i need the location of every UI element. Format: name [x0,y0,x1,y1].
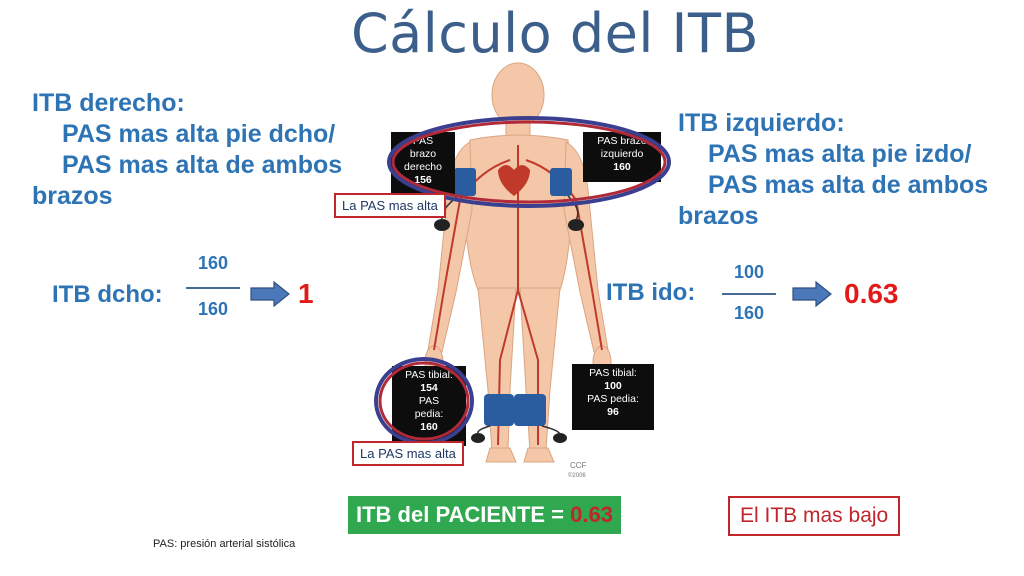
arrow-right-icon [792,281,832,307]
human-body-figure: CCF ©2006 [424,62,612,479]
itb-right-label: ITB dcho: [52,281,163,308]
patient-itb-label: ITB del PACIENTE = [356,502,571,527]
patient-itb-banner: ITB del PACIENTE = 0.63 [348,496,621,534]
itb-left-formula: ITB izquierdo: PAS mas alta pie izdo/ PA… [678,108,988,232]
figure-credit: CCF [570,461,587,470]
heart-icon [498,165,530,196]
fraction-numerator: 160 [197,253,229,273]
leg-highlight-ellipse [374,357,474,445]
box-value: 156 [414,174,432,186]
itb-left-label: ITB ido: [606,279,696,306]
highest-pressure-label-arm: La PAS mas alta [334,193,446,218]
box-value: 96 [607,406,619,418]
lowest-itb-label: El ITB mas bajo [728,496,901,536]
itb-left-result: 0.63 [844,278,899,309]
box-label: pedia: [414,408,444,420]
leg-left-pressure-box: PAS tibial: 100 PAS pedia: 96 [572,364,654,430]
arm-highlight-ellipse [387,116,671,208]
pressure-gauge-icons [434,219,584,443]
fraction-numerator: 100 [733,262,765,282]
box-label: PAS pedia: [587,393,639,405]
box-value: 100 [604,380,622,392]
patient-itb-value: 0.63 [570,502,613,527]
formula-line: PAS mas alta pie izdo/ [708,140,972,168]
box-label: PAS tibial: [589,367,637,379]
fraction-bar [722,293,776,295]
itb-right-result: 1 [298,278,314,309]
box-value: 160 [420,421,438,433]
itb-left-fraction: 100 160 [722,262,776,324]
figure-credit-year: ©2006 [568,472,586,479]
fraction-denominator: 160 [733,303,765,323]
box-label: brazo [409,148,437,160]
box-label: izquierdo [600,148,644,160]
slide-title: Cálculo del ITB [350,2,760,65]
footnote: PAS: presión arterial sistólica [153,538,296,550]
box-value: 160 [613,161,631,173]
blood-pressure-cuff-right-arm [454,168,476,196]
blood-pressure-cuff-right-ankle [484,394,514,426]
itb-right-formula: ITB derecho: PAS mas alta pie dcho/ PAS … [32,88,342,212]
box-label: PAS tibial: [405,369,453,381]
fraction-bar [186,287,240,289]
box-label: derecho [404,161,442,173]
highest-pressure-label-leg: La PAS mas alta [352,441,464,466]
formula-line: PAS mas alta de ambos [708,171,989,199]
blood-pressure-cuff-left-arm [550,168,572,196]
formula-line: brazos [32,182,113,210]
formula-line: brazos [678,202,759,230]
itb-right-fraction: 160 160 [186,253,240,320]
formula-line: PAS mas alta pie dcho/ [62,120,336,148]
box-value: 154 [420,382,438,394]
formula-line: PAS mas alta de ambos [62,151,343,179]
blood-pressure-cuff-left-ankle [514,394,546,426]
formula-heading: ITB derecho: [32,89,185,117]
box-label: PAS [418,395,440,407]
fraction-denominator: 160 [197,299,229,319]
formula-heading: ITB izquierdo: [678,109,845,137]
arrow-right-icon [250,281,290,307]
